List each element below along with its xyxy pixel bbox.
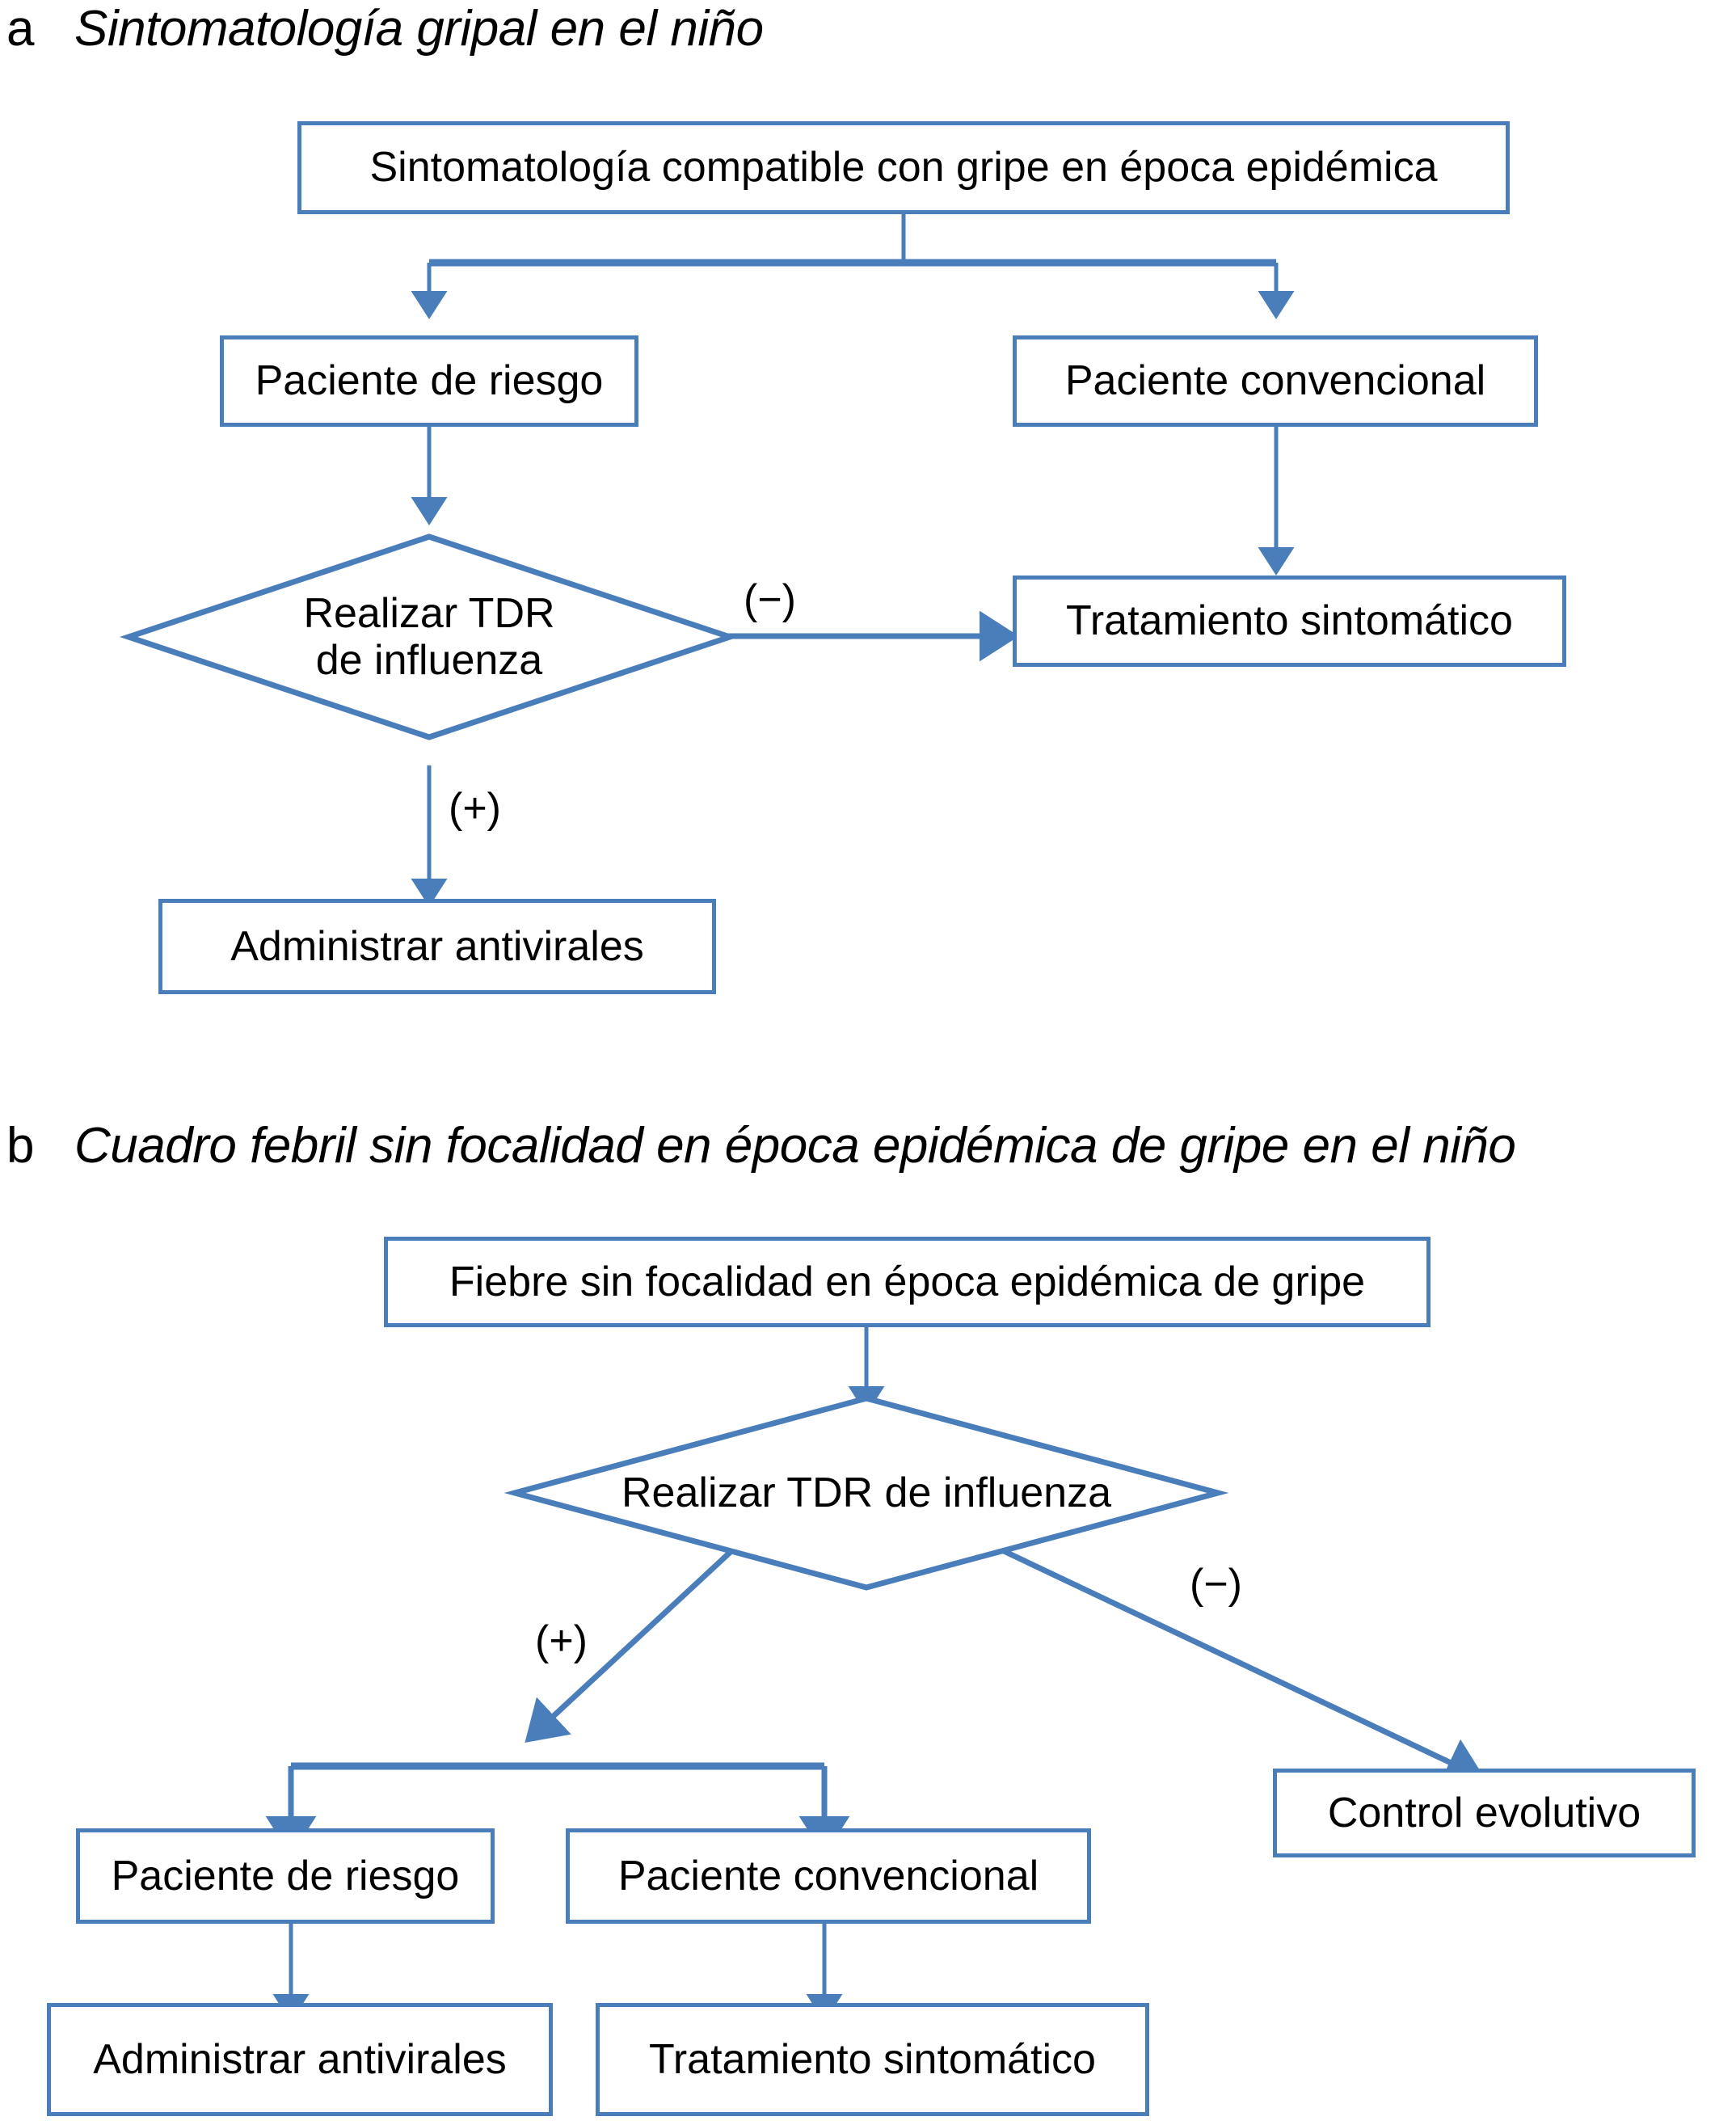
node-a-start-label: Sintomatología compatible con gripe en é… [369, 144, 1438, 192]
node-a-tdr-label: Realizar TDR de influenza [303, 590, 554, 684]
node-a-tdr-line2: de influenza [315, 637, 543, 684]
node-b-antivirales[interactable]: Administrar antivirales [47, 2003, 553, 2116]
node-a-riesgo[interactable]: Paciente de riesgo [220, 335, 638, 427]
node-b-riesgo-label: Paciente de riesgo [111, 1852, 460, 1899]
node-a-tdr-line1: Realizar TDR [303, 589, 555, 637]
edge-label-a-positive: (+) [449, 785, 501, 832]
diamond-shape [504, 1395, 1229, 1591]
node-b-start[interactable]: Fiebre sin focalidad en época epidémica … [384, 1237, 1431, 1327]
node-b-start-label: Fiebre sin focalidad en época epidémica … [449, 1258, 1366, 1305]
node-a-antivirales[interactable]: Administrar antivirales [158, 899, 716, 994]
node-b-tratamiento-label: Tratamiento sintomático [649, 2035, 1096, 2083]
edge-label-a-negative: (−) [744, 576, 796, 623]
node-a-riesgo-label: Paciente de riesgo [255, 357, 604, 405]
node-a-tratamiento[interactable]: Tratamiento sintomático [1013, 576, 1566, 667]
panel-a-title: Sintomatología gripal en el niño [74, 1, 764, 57]
node-a-start[interactable]: Sintomatología compatible con gripe en é… [297, 121, 1510, 214]
node-b-antivirales-label: Administrar antivirales [93, 2035, 507, 2083]
node-a-convencional[interactable]: Paciente convencional [1013, 335, 1538, 427]
node-b-tratamiento[interactable]: Tratamiento sintomático [596, 2003, 1149, 2116]
panel-b-letter: b [6, 1118, 35, 1174]
node-a-convencional-label: Paciente convencional [1064, 357, 1486, 405]
edge-label-b-negative: (−) [1190, 1561, 1242, 1608]
panel-b-title: Cuadro febril sin focalidad en época epi… [74, 1118, 1516, 1174]
node-b-convencional-label: Paciente convencional [617, 1852, 1039, 1899]
node-b-tdr-line1: Realizar TDR de influenza [622, 1469, 1111, 1516]
node-b-tdr[interactable]: Realizar TDR de influenza [504, 1395, 1229, 1591]
node-b-control[interactable]: Control evolutivo [1273, 1769, 1696, 1857]
node-b-convencional[interactable]: Paciente convencional [566, 1828, 1091, 1924]
node-a-antivirales-label: Administrar antivirales [230, 922, 644, 970]
panel-a-letter: a [6, 1, 35, 57]
node-b-riesgo[interactable]: Paciente de riesgo [76, 1828, 495, 1924]
node-a-tdr[interactable]: Realizar TDR de influenza [119, 533, 739, 740]
node-b-control-label: Control evolutivo [1327, 1789, 1641, 1836]
node-b-tdr-label: Realizar TDR de influenza [622, 1469, 1111, 1516]
edge-label-b-positive: (+) [535, 1617, 588, 1664]
diamond-shape [119, 533, 739, 740]
node-a-tratamiento-label: Tratamiento sintomático [1066, 597, 1513, 645]
